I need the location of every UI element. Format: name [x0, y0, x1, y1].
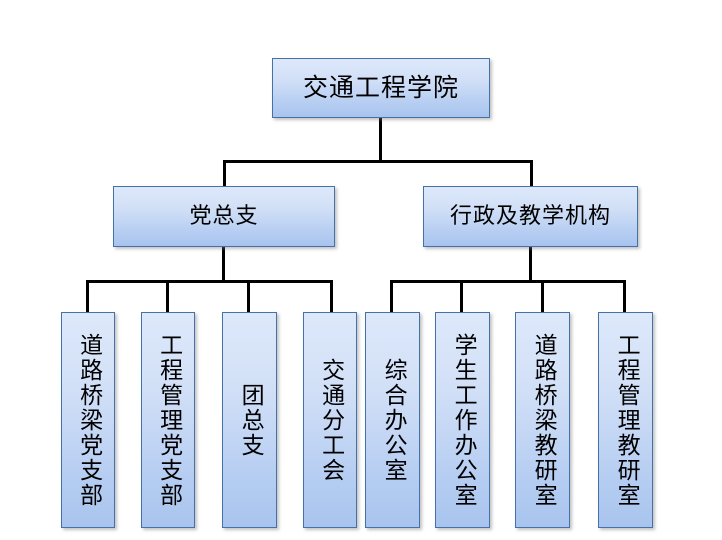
node-college[interactable]: 交通工程学院 — [272, 58, 490, 118]
connector-root-stem — [379, 118, 382, 162]
node-student-affairs-office[interactable]: 学生工作办公室 — [435, 312, 490, 528]
node-eng-mgmt-party-label: 工程管理党支部 — [155, 332, 182, 508]
connector-admin-bus — [390, 280, 626, 283]
connector-to-eng-mgmt-party — [166, 280, 169, 313]
node-road-bridge-teaching[interactable]: 道路桥梁教研室 — [515, 312, 570, 528]
node-transport-union[interactable]: 交通分工会 — [303, 312, 357, 528]
node-party-branch[interactable]: 党总支 — [113, 186, 335, 247]
node-college-label: 交通工程学院 — [302, 73, 459, 103]
node-admin-teaching-label: 行政及教学机构 — [449, 203, 611, 229]
connector-admin-stem — [529, 247, 532, 282]
node-general-office[interactable]: 综合办公室 — [365, 312, 420, 528]
connector-level2-bus — [223, 160, 533, 163]
node-student-affairs-office-label: 学生工作办公室 — [450, 332, 477, 508]
connector-to-party-branch — [223, 160, 226, 187]
node-youth-league[interactable]: 团总支 — [222, 312, 277, 528]
node-eng-mgmt-teaching-label: 工程管理教研室 — [613, 332, 640, 508]
connector-to-road-bridge-party — [86, 280, 89, 313]
connector-to-student-affairs-office — [460, 280, 463, 313]
node-road-bridge-teaching-label: 道路桥梁教研室 — [530, 332, 557, 508]
node-party-branch-label: 党总支 — [189, 203, 259, 229]
connector-to-road-bridge-teaching — [541, 280, 544, 313]
node-eng-mgmt-teaching[interactable]: 工程管理教研室 — [598, 312, 653, 528]
node-road-bridge-party-label: 道路桥梁党支部 — [75, 332, 102, 508]
node-road-bridge-party[interactable]: 道路桥梁党支部 — [61, 312, 115, 528]
node-eng-mgmt-party[interactable]: 工程管理党支部 — [141, 312, 195, 528]
connector-to-transport-union — [330, 280, 333, 313]
node-transport-union-label: 交通分工会 — [317, 357, 344, 483]
node-admin-teaching[interactable]: 行政及教学机构 — [423, 186, 638, 247]
node-general-office-label: 综合办公室 — [380, 357, 407, 483]
node-youth-league-label: 团总支 — [237, 382, 264, 458]
connector-to-admin-teaching — [530, 160, 533, 187]
connector-to-eng-mgmt-teaching — [623, 280, 626, 313]
connector-party-bus — [86, 280, 333, 283]
connector-party-stem — [222, 247, 225, 282]
connector-to-general-office — [390, 280, 393, 313]
connector-to-youth-league — [247, 280, 250, 313]
